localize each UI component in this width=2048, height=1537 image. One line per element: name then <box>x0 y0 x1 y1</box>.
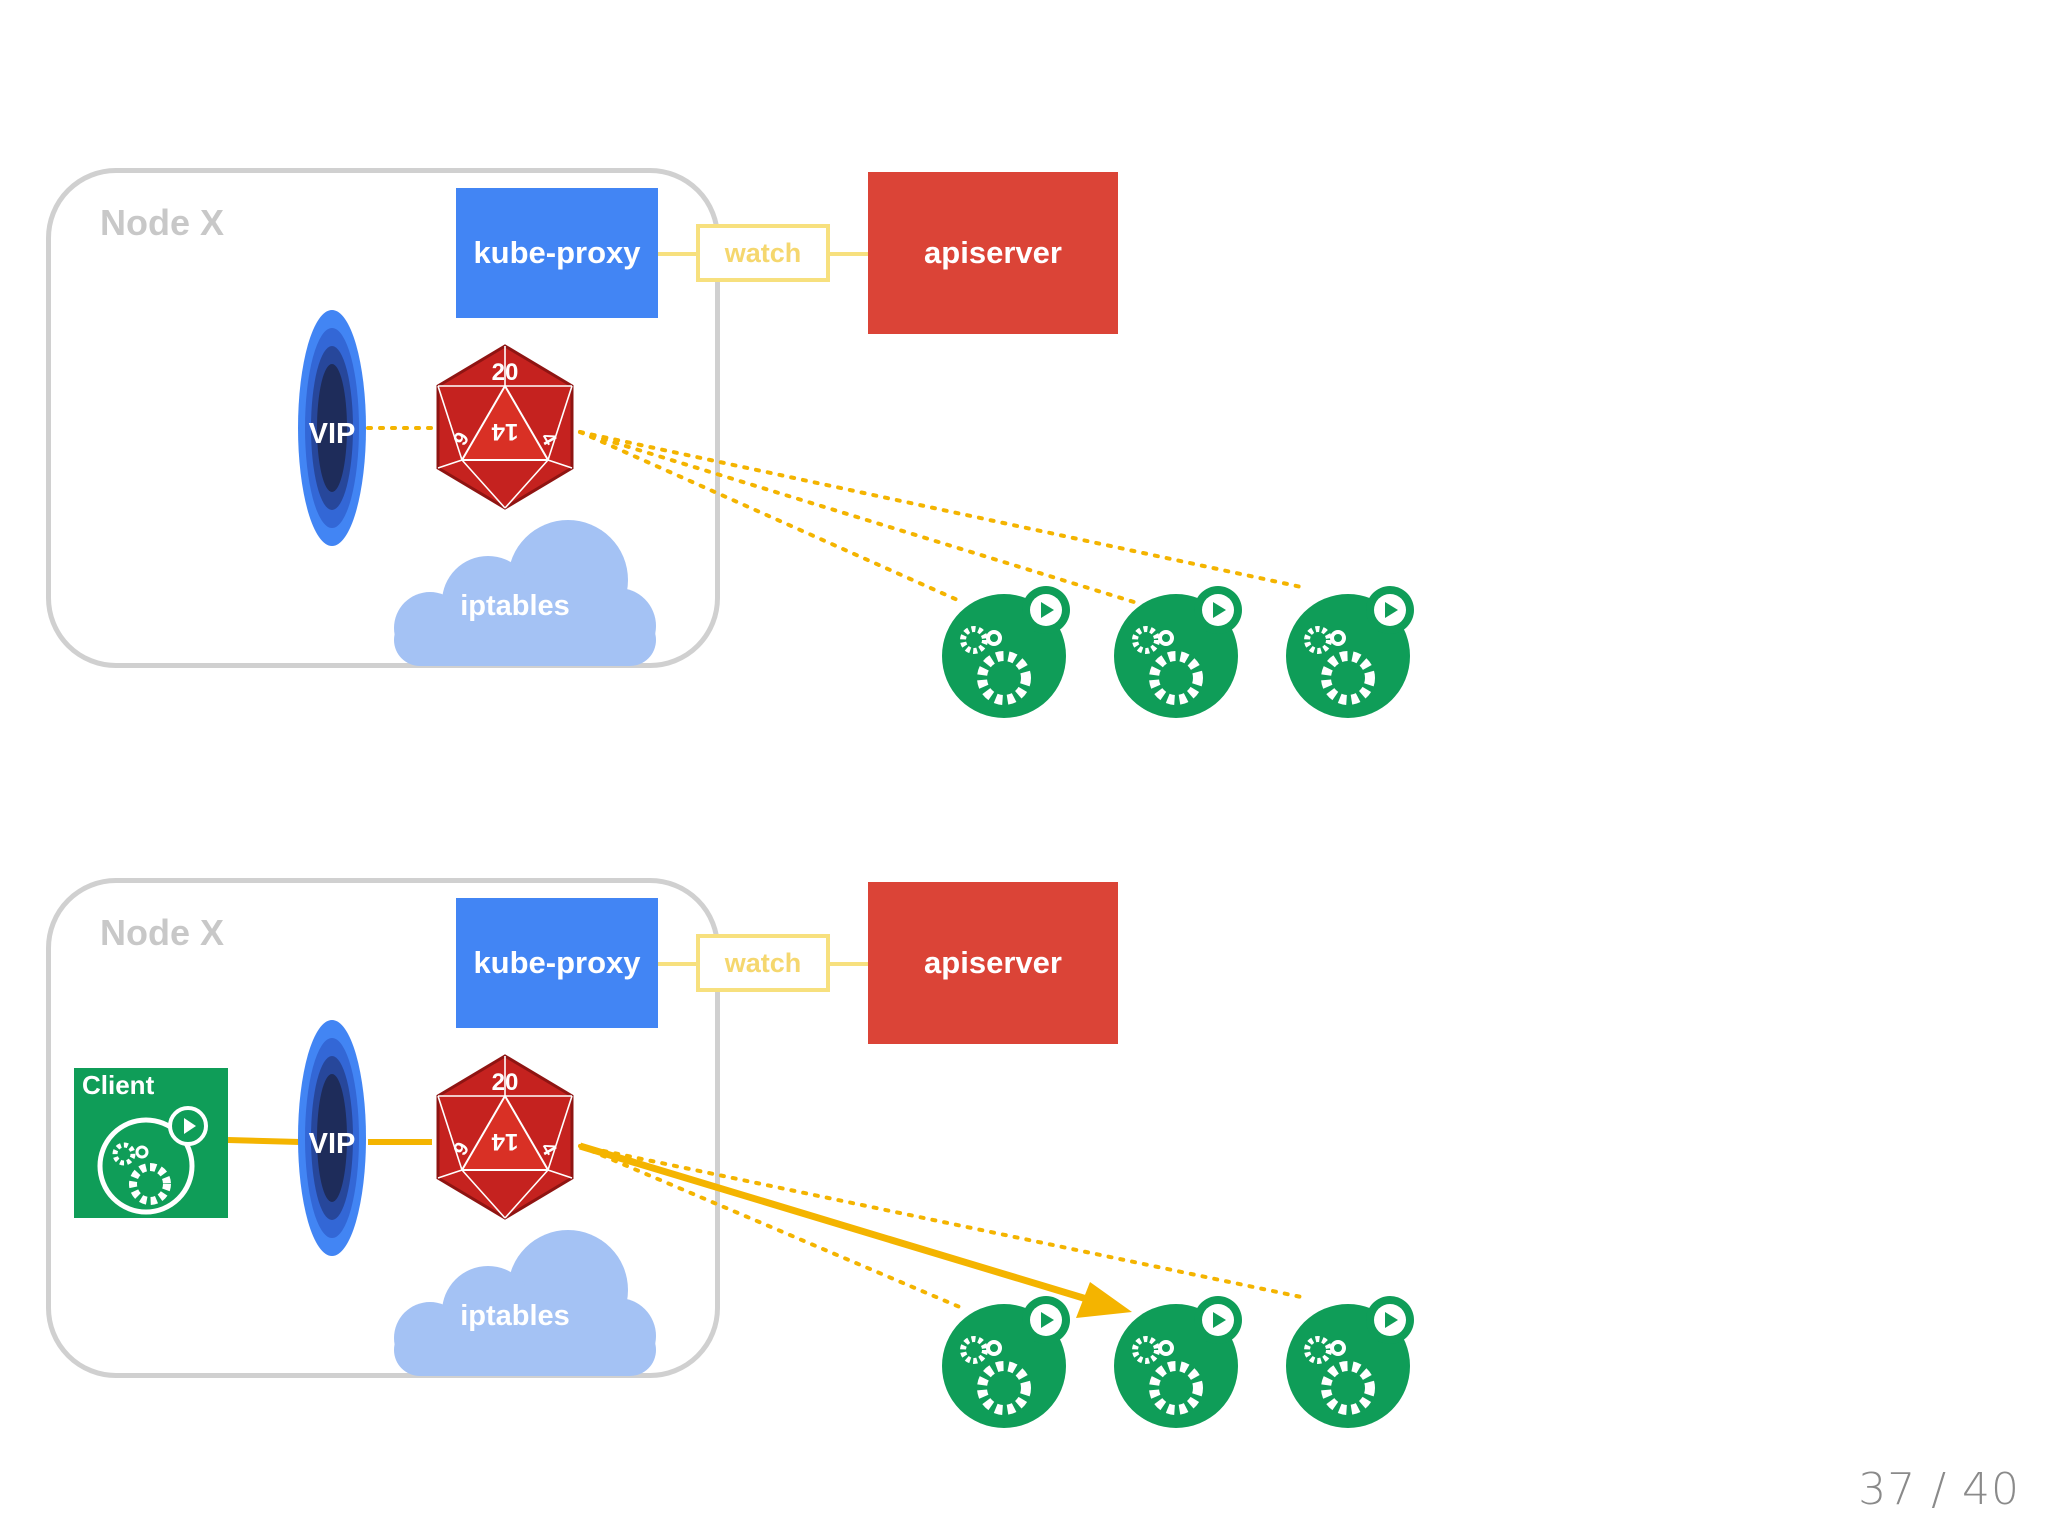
d20-die-icon: 20 14 9 4 <box>436 344 574 510</box>
apiserver-box: apiserver <box>868 172 1118 334</box>
page-number: 37 / 40 <box>1858 1464 2020 1515</box>
client-box <box>74 1068 228 1218</box>
pod-gears-icon <box>1114 586 1242 718</box>
watch-connector-right <box>830 252 870 256</box>
pod-gears-icon <box>1286 1296 1414 1428</box>
kube-proxy-box: kube-proxy <box>456 188 658 318</box>
pod-gears-icon <box>1286 586 1414 718</box>
iptables-cloud-icon <box>394 1230 656 1376</box>
pod-gears-icon <box>942 586 1070 718</box>
watch-connector-left <box>658 252 698 256</box>
iptables-label: iptables <box>460 1300 570 1332</box>
pod-gears-icon <box>942 1296 1070 1428</box>
iptables-label: iptables <box>460 590 570 622</box>
client-label: Client <box>82 1070 155 1100</box>
vip-label: VIP <box>308 1128 356 1160</box>
watch-box: watch <box>696 934 830 992</box>
client-pod-icon <box>97 1106 208 1215</box>
die-number-center: 14 <box>491 418 518 445</box>
d20-die-icon: 20 14 9 4 <box>436 1054 574 1220</box>
watch-box: watch <box>696 224 830 282</box>
watch-connector-right <box>830 962 870 966</box>
diagram-panel-bottom: Node X kube-proxy watch apiserver Client… <box>0 860 1460 1480</box>
vip-label: VIP <box>308 418 356 450</box>
node-label: Node X <box>100 202 225 243</box>
die-number-center: 14 <box>491 1128 518 1155</box>
die-number-top: 20 <box>492 359 519 386</box>
die-number-top: 20 <box>492 1069 519 1096</box>
diagram-panel-top: Node X kube-proxy watch apiserver VIP <box>0 150 1460 770</box>
pod-gears-icon <box>1114 1296 1242 1428</box>
node-label: Node X <box>100 912 225 953</box>
vip-portal-icon <box>298 310 366 546</box>
iptables-cloud-icon <box>394 520 656 666</box>
apiserver-box: apiserver <box>868 882 1118 1044</box>
vip-portal-icon <box>298 1020 366 1256</box>
kube-proxy-box: kube-proxy <box>456 898 658 1028</box>
watch-connector-left <box>658 962 698 966</box>
